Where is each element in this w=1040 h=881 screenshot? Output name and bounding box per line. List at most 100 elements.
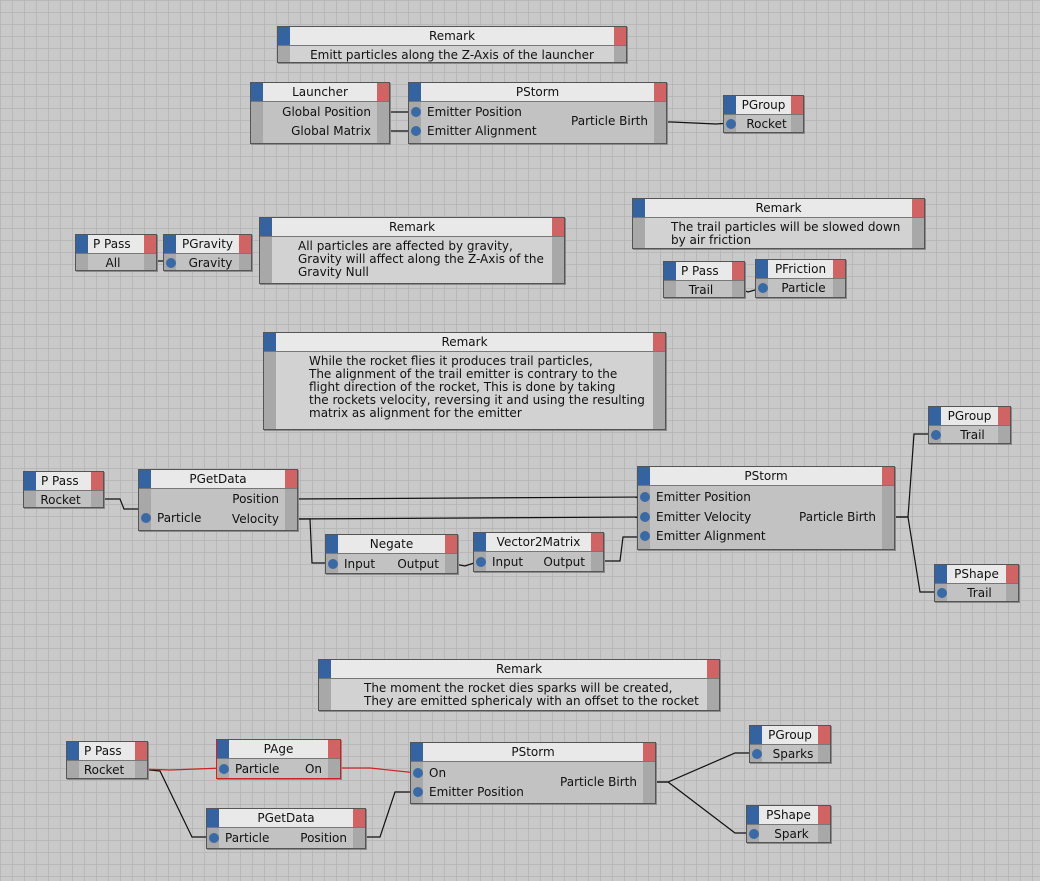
port-trail[interactable]: Trail xyxy=(931,426,998,444)
node-ppass-trail[interactable]: P Pass Trail xyxy=(663,261,745,298)
input-port-icon[interactable] xyxy=(328,559,338,569)
output-port-icon[interactable] xyxy=(643,777,653,787)
port-emitter-position[interactable]: Emitter Position xyxy=(411,103,522,121)
input-port-icon[interactable] xyxy=(758,283,768,293)
port-particle[interactable]: Particle xyxy=(141,509,201,527)
output-port-icon[interactable] xyxy=(144,258,154,268)
port-particle[interactable]: Particle xyxy=(219,760,279,778)
output-port-icon[interactable] xyxy=(732,285,742,295)
input-port-icon[interactable] xyxy=(209,833,219,843)
port-global-position[interactable]: Global Position xyxy=(282,103,387,121)
port-all[interactable]: All xyxy=(88,254,154,272)
node-pstorm-rocket[interactable]: PStorm Emitter Position Emitter Alignmen… xyxy=(408,82,667,144)
port-emitter-position[interactable]: Emitter Position xyxy=(413,783,524,801)
input-port-icon[interactable] xyxy=(640,531,650,541)
port-sparks[interactable]: Sparks xyxy=(752,745,818,763)
port-velocity[interactable]: Velocity xyxy=(232,510,295,528)
port-emitter-alignment[interactable]: Emitter Alignment xyxy=(640,527,766,545)
port-input[interactable]: Input xyxy=(328,555,375,573)
output-port-icon[interactable] xyxy=(285,514,295,524)
node-pgroup-sparks[interactable]: PGroup Sparks xyxy=(749,725,831,763)
remark-trail[interactable]: Remark While the rocket flies it produce… xyxy=(263,332,666,430)
input-port-icon[interactable] xyxy=(749,829,759,839)
remark-sparks[interactable]: Remark The moment the rocket dies sparks… xyxy=(318,659,720,711)
output-port-icon[interactable] xyxy=(328,764,338,774)
port-position[interactable]: Position xyxy=(300,829,363,847)
node-negate[interactable]: Negate Input Output xyxy=(325,534,458,574)
remark-text: The trail particles will be slowed down … xyxy=(645,218,912,248)
node-pgetdata-2[interactable]: PGetData Particle Position xyxy=(206,808,366,849)
port-trail[interactable]: Trail xyxy=(676,281,742,299)
output-port-icon[interactable] xyxy=(135,765,145,775)
remark-title: Remark xyxy=(260,218,564,237)
input-port-icon[interactable] xyxy=(166,258,176,268)
output-port-icon[interactable] xyxy=(377,126,387,136)
node-pgroup-trail[interactable]: PGroup Trail xyxy=(928,406,1011,444)
port-particle-birth[interactable]: Particle Birth xyxy=(560,773,653,791)
port-global-matrix[interactable]: Global Matrix xyxy=(291,122,387,140)
input-port-icon[interactable] xyxy=(141,513,151,523)
node-page[interactable]: PAge Particle On xyxy=(216,739,341,779)
wire-ppass4-getdata2 xyxy=(139,768,213,838)
port-particle[interactable]: Particle xyxy=(209,829,269,847)
input-port-icon[interactable] xyxy=(411,126,421,136)
port-rocket[interactable]: Rocket xyxy=(79,761,145,779)
input-port-icon[interactable] xyxy=(726,119,736,129)
remark-gravity[interactable]: Remark All particles are affected by gra… xyxy=(259,217,565,284)
node-ppass-all[interactable]: P Pass All xyxy=(75,234,157,271)
output-port-icon[interactable] xyxy=(654,116,664,126)
node-pgroup-rocket[interactable]: PGroup Rocket xyxy=(723,95,804,133)
node-pfriction[interactable]: PFriction Particle xyxy=(755,259,846,298)
port-emitter-velocity[interactable]: Emitter Velocity xyxy=(640,508,751,526)
remark-text: The moment the rocket dies sparks will b… xyxy=(331,679,707,710)
output-port-icon[interactable] xyxy=(591,557,601,567)
output-port-icon[interactable] xyxy=(353,833,363,843)
port-trail[interactable]: Trail xyxy=(937,584,1006,602)
wire-pstorm3-pgroup xyxy=(648,752,756,783)
input-port-icon[interactable] xyxy=(937,588,947,598)
output-port-icon[interactable] xyxy=(882,512,892,522)
port-on[interactable]: On xyxy=(305,760,338,778)
input-port-icon[interactable] xyxy=(931,430,941,440)
port-emitter-position[interactable]: Emitter Position xyxy=(640,488,751,506)
port-particle[interactable]: Particle xyxy=(758,279,833,297)
input-port-icon[interactable] xyxy=(640,512,650,522)
node-pshape-trail[interactable]: PShape Trail xyxy=(934,564,1019,602)
port-output[interactable]: Output xyxy=(543,553,601,571)
input-port-icon[interactable] xyxy=(413,768,423,778)
node-title: P Pass xyxy=(76,235,156,254)
output-port-icon[interactable] xyxy=(91,495,101,505)
remark-friction[interactable]: Remark The trail particles will be slowe… xyxy=(632,198,925,249)
input-port-icon[interactable] xyxy=(413,787,423,797)
port-input[interactable]: Input xyxy=(476,553,523,571)
wire-ppass4-page xyxy=(139,767,224,771)
port-gravity[interactable]: Gravity xyxy=(166,254,239,272)
output-port-icon[interactable] xyxy=(285,494,295,504)
node-ppass-rocket-2[interactable]: P Pass Rocket xyxy=(66,741,148,779)
node-pshape-spark[interactable]: PShape Spark xyxy=(746,805,831,843)
input-port-icon[interactable] xyxy=(476,557,486,567)
node-ppass-rocket[interactable]: P Pass Rocket xyxy=(23,471,104,508)
port-rocket[interactable]: Rocket xyxy=(726,115,791,133)
input-port-icon[interactable] xyxy=(752,749,762,759)
input-port-icon[interactable] xyxy=(411,107,421,117)
remark-launcher[interactable]: Remark Emitt particles along the Z-Axis … xyxy=(277,26,627,63)
node-launcher[interactable]: Launcher Global Position Global Matrix xyxy=(250,82,390,144)
input-port-icon[interactable] xyxy=(219,764,229,774)
node-vector2matrix[interactable]: Vector2Matrix Input Output xyxy=(473,532,604,572)
node-pstorm-trail[interactable]: PStorm Emitter Position Emitter Velocity… xyxy=(637,466,895,550)
node-pgravity[interactable]: PGravity Gravity xyxy=(163,234,252,271)
output-port-icon[interactable] xyxy=(445,559,455,569)
node-pgetdata[interactable]: PGetData Particle Position Velocity xyxy=(138,469,298,531)
port-emitter-alignment[interactable]: Emitter Alignment xyxy=(411,122,537,140)
port-on[interactable]: On xyxy=(413,764,446,782)
port-rocket[interactable]: Rocket xyxy=(36,491,101,509)
output-port-icon[interactable] xyxy=(377,107,387,117)
port-position[interactable]: Position xyxy=(232,490,295,508)
port-particle-birth[interactable]: Particle Birth xyxy=(799,508,892,526)
port-spark[interactable]: Spark xyxy=(749,825,818,843)
port-output[interactable]: Output xyxy=(397,555,455,573)
node-pstorm-sparks[interactable]: PStorm On Emitter Position Particle Birt… xyxy=(410,742,656,804)
port-particle-birth[interactable]: Particle Birth xyxy=(571,112,664,130)
input-port-icon[interactable] xyxy=(640,492,650,502)
